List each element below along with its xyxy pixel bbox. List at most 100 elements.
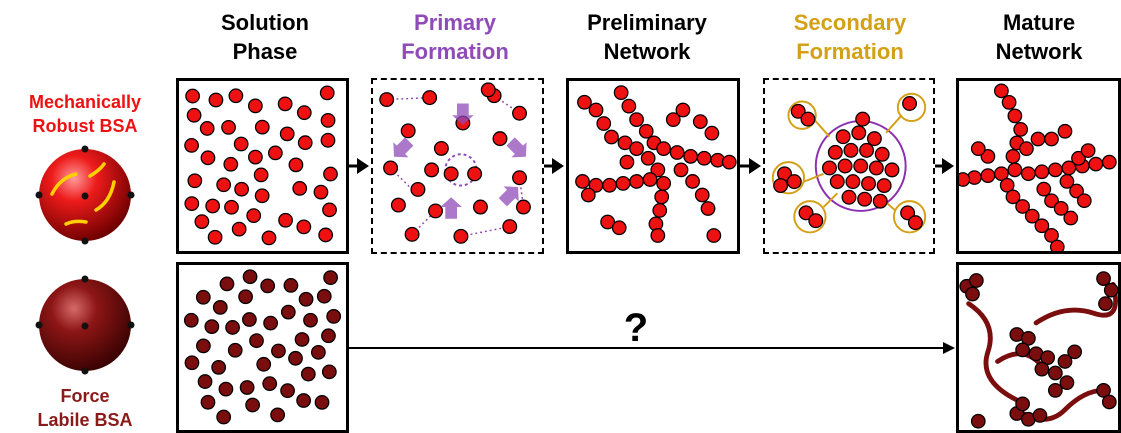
particle bbox=[704, 125, 720, 141]
particle bbox=[696, 150, 712, 166]
label-labile-line2: Labile BSA bbox=[37, 410, 133, 430]
particle bbox=[283, 278, 299, 293]
particle bbox=[1063, 210, 1079, 226]
panel-mature-network-robust bbox=[956, 78, 1121, 254]
particle bbox=[1103, 282, 1118, 298]
particle bbox=[611, 220, 627, 236]
particle bbox=[790, 103, 806, 119]
particle bbox=[262, 376, 278, 392]
header-preliminary-network: Preliminary Network bbox=[562, 8, 732, 66]
particle bbox=[184, 355, 200, 371]
particle bbox=[650, 228, 666, 243]
particle bbox=[319, 85, 335, 101]
header-preliminary-line2: Network bbox=[603, 39, 691, 64]
particle bbox=[208, 92, 224, 108]
particle bbox=[453, 228, 469, 244]
aggregation-arrow bbox=[506, 137, 527, 158]
particle bbox=[596, 116, 612, 131]
particle bbox=[422, 90, 438, 106]
particle bbox=[404, 226, 420, 242]
particle bbox=[254, 188, 270, 204]
particle bbox=[1040, 350, 1056, 365]
particle bbox=[1034, 164, 1050, 180]
attraction-link bbox=[460, 225, 510, 238]
particle bbox=[184, 196, 200, 211]
header-secondary-line1: Secondary bbox=[793, 10, 907, 35]
particle bbox=[845, 174, 861, 190]
particle bbox=[261, 230, 277, 246]
particle bbox=[1096, 271, 1111, 286]
label-robust-line1: Mechanically bbox=[28, 92, 142, 112]
particle bbox=[980, 168, 996, 184]
particle bbox=[1067, 344, 1083, 360]
particle bbox=[994, 83, 1009, 99]
panel-solution-phase-robust bbox=[176, 78, 349, 254]
particle bbox=[1098, 296, 1113, 312]
particle bbox=[1047, 162, 1063, 178]
particle bbox=[604, 129, 619, 145]
particle bbox=[577, 94, 592, 110]
particle bbox=[874, 146, 890, 162]
particle bbox=[1044, 228, 1059, 243]
particle bbox=[245, 397, 261, 413]
merge-arrow bbox=[885, 114, 903, 134]
question-mark: ? bbox=[623, 306, 649, 350]
particle bbox=[1059, 174, 1075, 189]
particle bbox=[786, 174, 802, 190]
particle bbox=[970, 413, 986, 429]
particle bbox=[1047, 365, 1063, 381]
particle bbox=[629, 174, 644, 189]
merge-arrow bbox=[822, 192, 838, 208]
unfolded-chain bbox=[966, 301, 1020, 403]
particle bbox=[224, 199, 239, 215]
particle bbox=[1053, 201, 1069, 216]
particle bbox=[277, 96, 293, 112]
particle bbox=[652, 203, 668, 218]
particle bbox=[400, 123, 416, 139]
merge-arrow bbox=[803, 172, 824, 183]
particle bbox=[219, 276, 235, 292]
particle bbox=[303, 312, 318, 328]
particle bbox=[472, 199, 488, 215]
particle bbox=[1021, 166, 1036, 182]
particle bbox=[443, 166, 459, 182]
particle bbox=[1007, 162, 1023, 178]
particle bbox=[902, 96, 918, 111]
particle bbox=[851, 125, 867, 141]
particle bbox=[619, 154, 635, 170]
particle bbox=[249, 333, 264, 349]
particle bbox=[1101, 154, 1117, 170]
particle bbox=[706, 228, 722, 243]
particle bbox=[638, 123, 654, 139]
panel-solution-phase-labile bbox=[176, 262, 349, 433]
particle bbox=[798, 205, 814, 221]
particle bbox=[1071, 150, 1086, 166]
panel-mature-network-labile bbox=[956, 262, 1121, 433]
header-mature-line1: Mature bbox=[1002, 10, 1076, 35]
particle bbox=[480, 82, 496, 98]
particle bbox=[640, 150, 656, 166]
particle bbox=[1047, 383, 1063, 398]
particle bbox=[294, 332, 310, 347]
particle bbox=[183, 312, 199, 328]
particle bbox=[248, 149, 263, 165]
label-labile-bsa: Force Labile BSA bbox=[0, 384, 170, 432]
particle bbox=[278, 212, 293, 228]
particle bbox=[884, 162, 900, 178]
particle bbox=[1076, 193, 1092, 209]
particle bbox=[580, 187, 596, 203]
header-mature-network: Mature Network bbox=[954, 8, 1121, 66]
particle bbox=[617, 135, 633, 151]
header-solution-line2: Phase bbox=[232, 39, 298, 64]
particle bbox=[314, 394, 330, 410]
particle bbox=[700, 201, 716, 216]
particle bbox=[602, 177, 617, 193]
header-solution-phase: Solution Phase bbox=[180, 8, 350, 66]
particle bbox=[234, 181, 249, 197]
particle bbox=[199, 121, 215, 136]
particle bbox=[1034, 361, 1050, 377]
particle bbox=[515, 199, 531, 215]
particle bbox=[694, 187, 710, 203]
particle bbox=[433, 140, 449, 156]
particle bbox=[512, 170, 528, 186]
